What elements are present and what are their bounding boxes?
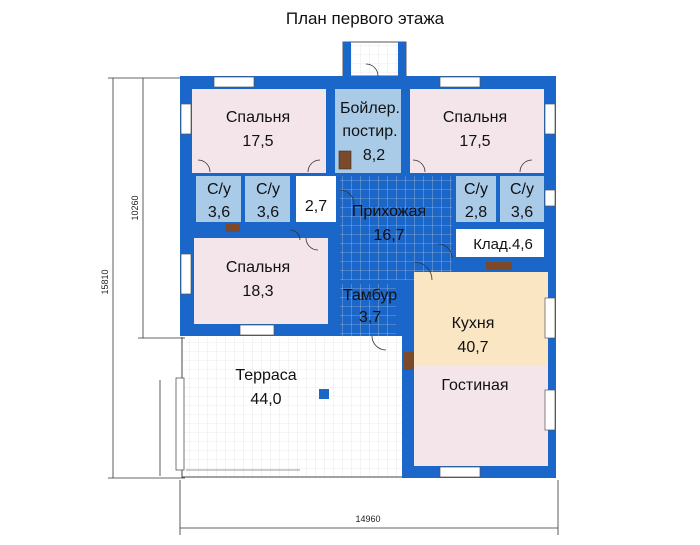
doors xyxy=(197,63,533,351)
vestibule-area: 3,7 xyxy=(359,309,381,326)
boiler-name-2: постир. xyxy=(342,123,397,140)
hall-area: 16,7 xyxy=(373,227,404,244)
plan-title: План первого этажа xyxy=(286,9,445,28)
room-wc-1 xyxy=(196,176,241,222)
dimension-partial-height: 10260 xyxy=(130,195,140,220)
boiler-name-1: Бойлер. xyxy=(340,100,400,117)
wc-1-area: 3,6 xyxy=(208,204,230,221)
room-labels: Спальня 17,5 Бойлер. постир. 8,2 Спальня… xyxy=(207,100,534,408)
dimension-lines xyxy=(108,77,559,535)
wc-4-name: С/у xyxy=(510,181,534,198)
wc-4-area: 3,6 xyxy=(511,204,533,221)
room-vestibule xyxy=(340,284,396,336)
sink-icon xyxy=(226,224,240,232)
closet-area: 2,7 xyxy=(305,198,327,215)
living-name: Гостиная xyxy=(441,377,508,394)
rooms xyxy=(192,89,548,466)
hall-name: Прихожая xyxy=(352,203,426,220)
wc-2-name: С/у xyxy=(256,181,280,198)
boiler-area: 8,2 xyxy=(363,147,385,164)
dimension-total-width: 14960 xyxy=(355,514,380,524)
stove-icon xyxy=(486,262,512,270)
room-kitchen xyxy=(414,272,548,366)
windows xyxy=(180,76,556,478)
room-bedroom-1 xyxy=(192,89,326,173)
room-wc-3 xyxy=(456,176,496,222)
wc-2-area: 3,6 xyxy=(257,204,279,221)
room-wc-2 xyxy=(245,176,290,222)
room-storage xyxy=(456,229,544,257)
fixtures xyxy=(226,150,512,370)
kitchen-name: Кухня xyxy=(452,315,495,332)
room-bedroom-2 xyxy=(410,89,544,173)
bedroom-3-name: Спальня xyxy=(226,259,290,276)
boiler-icon xyxy=(338,150,352,170)
kitchen-area: 40,7 xyxy=(457,339,488,356)
room-closet xyxy=(296,176,336,222)
room-wc-4 xyxy=(500,176,544,222)
bedroom-2-name: Спальня xyxy=(443,109,507,126)
bedroom-2-area: 17,5 xyxy=(459,133,490,150)
bedroom-1-area: 17,5 xyxy=(242,133,273,150)
boiler-vent xyxy=(342,41,407,77)
wc-1-name: С/у xyxy=(207,181,231,198)
wc-3-name: С/у xyxy=(464,181,488,198)
vestibule-name: Тамбур xyxy=(343,287,397,304)
terrace xyxy=(175,337,402,478)
wc-3-area: 2,8 xyxy=(465,204,487,221)
bedroom-3-area: 18,3 xyxy=(242,283,273,300)
storage-label: Клад.4,6 xyxy=(473,236,533,253)
terrace-name: Терраса xyxy=(235,367,296,384)
room-hall xyxy=(340,176,452,280)
terrace-area: 44,0 xyxy=(250,391,281,408)
room-living xyxy=(414,366,548,466)
bedroom-1-name: Спальня xyxy=(226,109,290,126)
room-bedroom-3 xyxy=(194,238,328,324)
fireplace-icon xyxy=(404,352,414,370)
dimension-total-height: 15810 xyxy=(100,269,110,294)
